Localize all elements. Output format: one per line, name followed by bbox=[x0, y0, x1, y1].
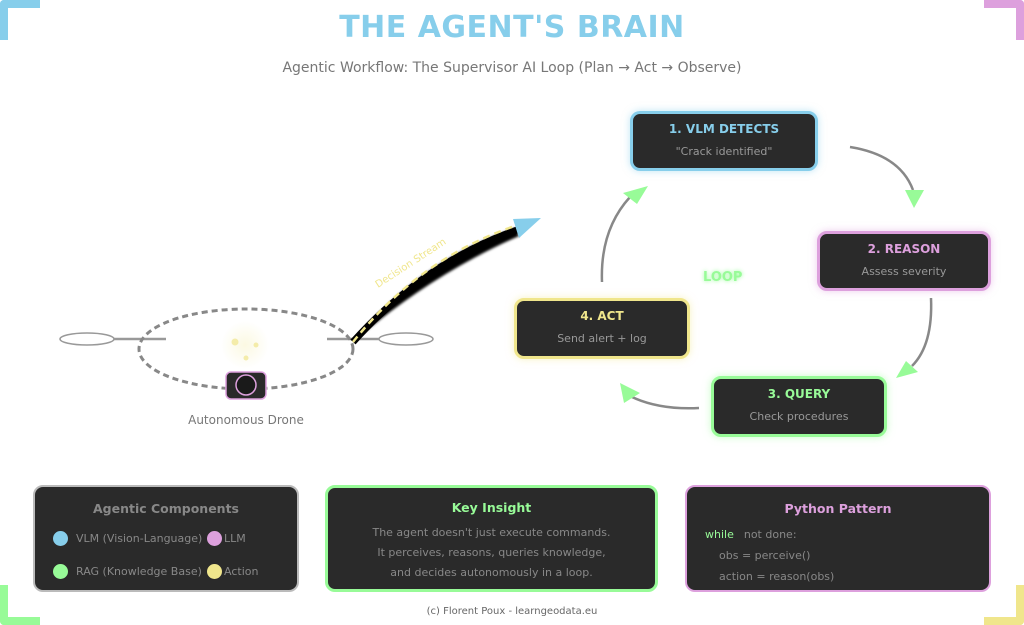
loop-arrows bbox=[600, 145, 933, 410]
legend-label: VLM (Vision-Language) bbox=[76, 532, 203, 545]
agentic-components-panel: Agentic Components VLM (Vision-Language)… bbox=[33, 485, 299, 592]
insight-line: The agent doesn't just execute commands. bbox=[372, 526, 611, 539]
loop-node-act: 4. ACT Send alert + log bbox=[514, 298, 690, 359]
loop-node-query: 3. QUERY Check procedures bbox=[711, 376, 887, 437]
decision-stream-arrowhead bbox=[513, 218, 541, 238]
drone-rotor-right bbox=[378, 332, 434, 346]
legend-item-rag: RAG (Knowledge Base) bbox=[53, 564, 202, 579]
loop-node-reason: 2. REASON Assess severity bbox=[817, 231, 991, 291]
code-snippet: while not done: obs = perceive() action =… bbox=[705, 524, 989, 587]
drone-core-glow bbox=[221, 321, 269, 369]
node-subtitle: Check procedures bbox=[749, 410, 849, 423]
panel-title: Agentic Components bbox=[92, 501, 240, 516]
sensor-dot bbox=[243, 355, 249, 361]
code-keyword: while bbox=[705, 528, 734, 541]
panel-title: Python Pattern bbox=[784, 501, 892, 516]
decision-stream-beam-core bbox=[350, 226, 519, 345]
arrowhead bbox=[620, 383, 640, 403]
arrow-vlm-to-reason bbox=[849, 145, 915, 191]
legend-item-llm: LLM bbox=[207, 531, 246, 546]
code-text: not done: bbox=[743, 528, 797, 541]
legend-item-action: Action bbox=[207, 564, 258, 579]
sensor-dot bbox=[253, 342, 259, 348]
code-line: while not done: bbox=[705, 524, 989, 545]
code-line: obs = perceive() bbox=[719, 549, 811, 562]
drone-label: Autonomous Drone bbox=[188, 413, 304, 427]
vlm-color-dot bbox=[53, 531, 68, 546]
panel-title: Key Insight bbox=[451, 500, 532, 515]
node-title: 3. QUERY bbox=[767, 387, 831, 401]
footer-credit: (c) Florent Poux - learngeodata.eu bbox=[426, 606, 598, 617]
rag-color-dot bbox=[53, 564, 68, 579]
corner-decoration-bottom-right bbox=[984, 585, 1024, 625]
node-title: 1. VLM DETECTS bbox=[668, 122, 780, 136]
page-subtitle: Agentic Workflow: The Supervisor AI Loop… bbox=[282, 60, 742, 76]
arrowhead bbox=[623, 186, 648, 204]
decision-stream: Decision Stream bbox=[350, 218, 541, 345]
loop-node-vlm-detects: 1. VLM DETECTS "Crack identified" bbox=[630, 111, 818, 171]
legend-label: Action bbox=[224, 565, 259, 578]
insight-line: and decides autonomously in a loop. bbox=[390, 566, 593, 579]
corner-decoration-top-right bbox=[984, 0, 1024, 40]
corner-decoration-top-left bbox=[0, 0, 40, 40]
action-color-dot bbox=[207, 564, 222, 579]
insight-text: The agent doesn't just execute commands.… bbox=[328, 523, 655, 583]
key-insight-panel: Key Insight The agent doesn't just execu… bbox=[325, 485, 658, 592]
arrowhead bbox=[896, 361, 918, 378]
camera-lens-icon bbox=[235, 374, 257, 396]
node-title: 2. REASON bbox=[867, 242, 941, 256]
loop-label: LOOP bbox=[703, 270, 743, 285]
corner-decoration-bottom-left bbox=[0, 585, 40, 625]
components-legend: VLM (Vision-Language) LLM RAG (Knowledge… bbox=[53, 531, 293, 597]
decision-stream-label: Decision Stream bbox=[374, 237, 449, 291]
insight-line: It perceives, reasons, queries knowledge… bbox=[377, 546, 606, 559]
node-title: 4. ACT bbox=[580, 309, 624, 323]
sensor-dot bbox=[231, 338, 239, 346]
python-pattern-panel: Python Pattern while not done: obs = perc… bbox=[685, 485, 991, 592]
drone-illustration bbox=[59, 307, 434, 400]
page-title: THE AGENT'S BRAIN bbox=[339, 10, 685, 45]
node-subtitle: "Crack identified" bbox=[675, 145, 773, 158]
node-subtitle: Assess severity bbox=[861, 265, 947, 278]
legend-item-vlm: VLM (Vision-Language) bbox=[53, 531, 202, 546]
arrow-reason-to-query bbox=[911, 297, 933, 367]
arrow-query-to-act bbox=[631, 395, 700, 410]
arrowhead bbox=[905, 190, 924, 208]
decision-stream-dashes bbox=[352, 224, 516, 343]
legend-label: RAG (Knowledge Base) bbox=[76, 565, 202, 578]
drone-rotor-left bbox=[59, 332, 115, 346]
llm-color-dot bbox=[207, 531, 222, 546]
decision-stream-beam bbox=[353, 228, 519, 342]
node-subtitle: Send alert + log bbox=[557, 332, 647, 345]
arrow-act-to-vlm bbox=[600, 196, 631, 283]
legend-label: LLM bbox=[224, 532, 246, 545]
code-line: action = reason(obs) bbox=[719, 570, 835, 583]
